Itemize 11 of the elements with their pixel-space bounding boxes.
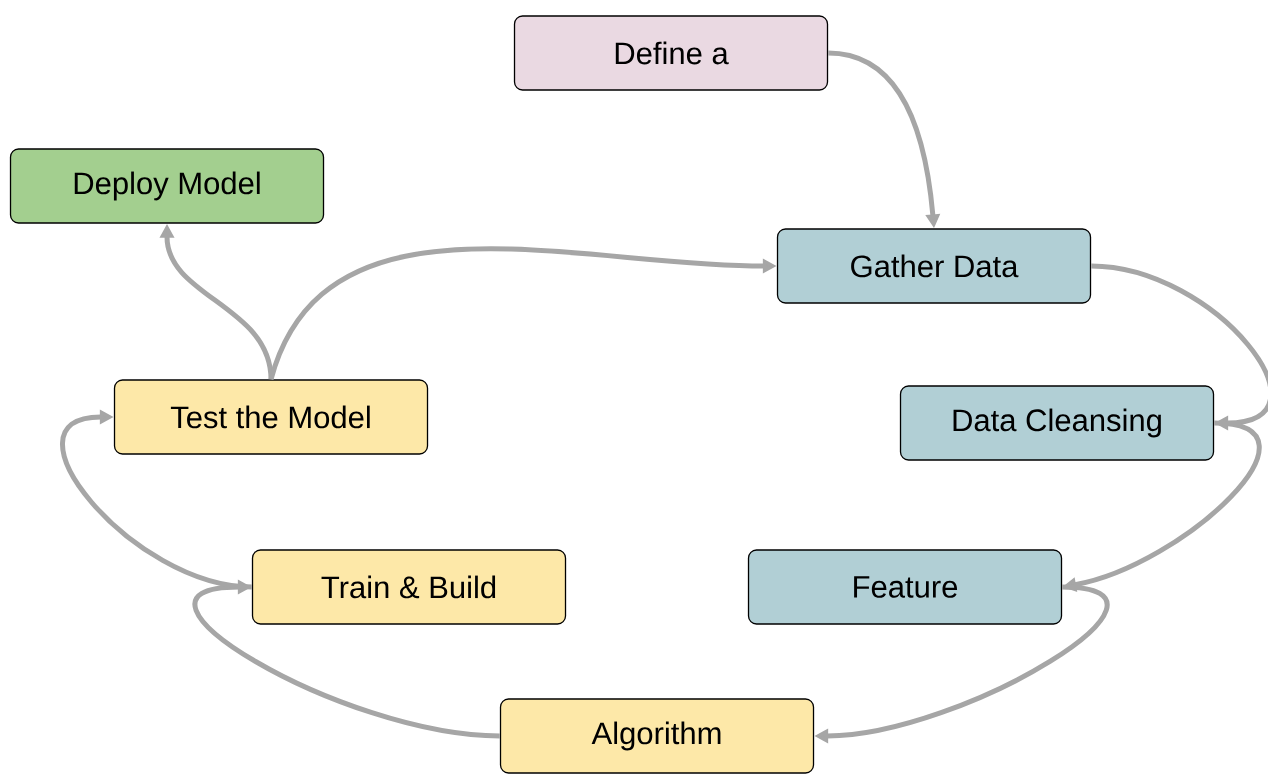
process-box: Define a — [513, 15, 829, 91]
process-box: Algorithm — [499, 698, 815, 774]
process-box: Gather Data — [776, 228, 1092, 304]
process-box: Feature — [747, 549, 1063, 625]
process-box: Train & Build — [251, 549, 567, 625]
process-box: Deploy Model — [9, 148, 325, 224]
arrow — [193, 579, 501, 739]
process-box: Data Cleansing — [899, 385, 1215, 461]
arrow — [60, 409, 253, 590]
arrow — [1090, 263, 1268, 431]
process-box: Test the Model — [113, 379, 429, 455]
